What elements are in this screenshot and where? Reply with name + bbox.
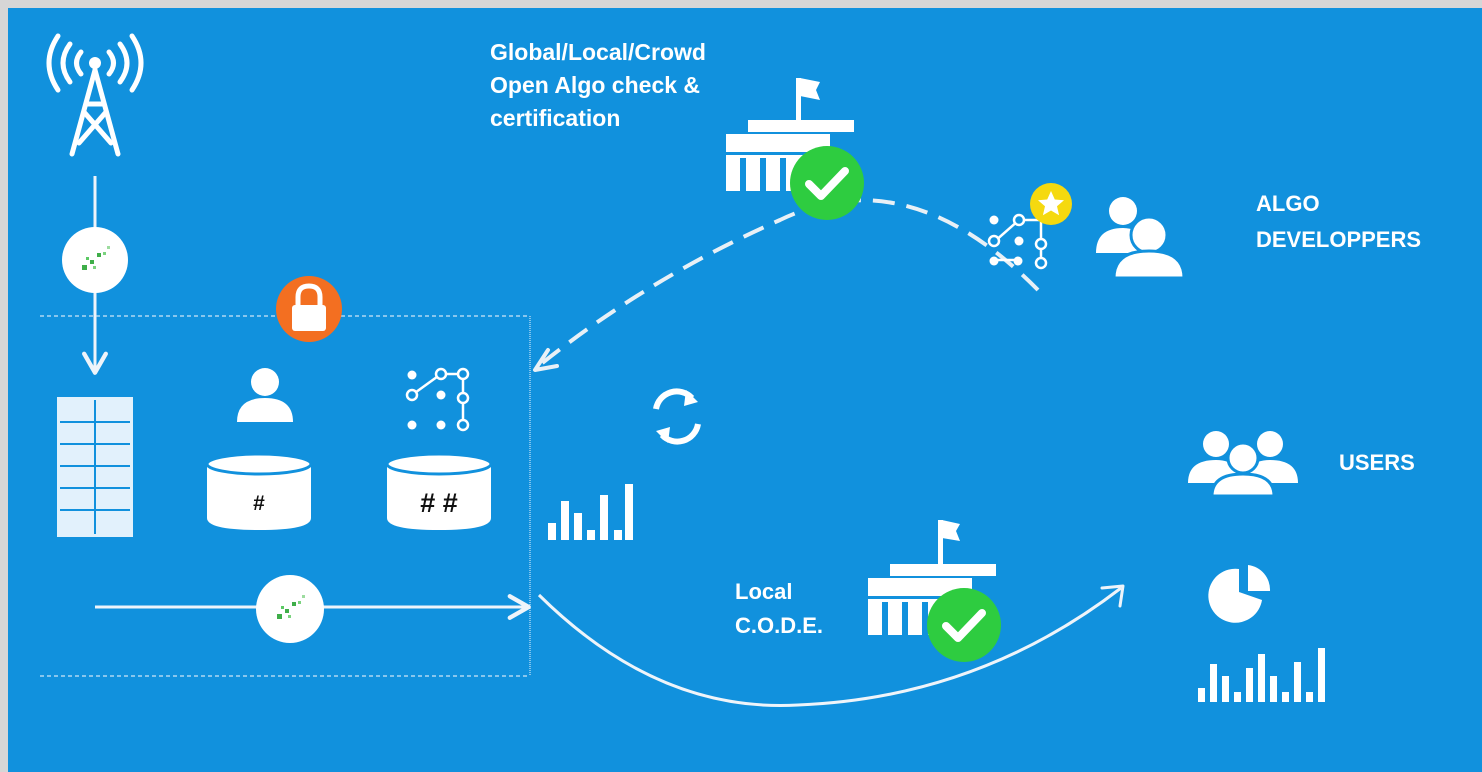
refresh-cycle-icon <box>653 388 701 445</box>
local-code-label: Local C.O.D.E. <box>735 579 824 638</box>
person-icon <box>237 368 293 422</box>
users-label: USERS <box>1339 450 1415 475</box>
results-flow-arrow <box>537 586 1122 707</box>
algo-delivery-dashed-arrow <box>534 198 1040 370</box>
data-pattern-icon-bottom <box>256 575 324 643</box>
certification-label: Global/Local/Crowd Open Algo check & cer… <box>490 39 706 131</box>
bar-chart-icon-users <box>1198 648 1325 702</box>
results-flow-arrowhead <box>1100 584 1125 608</box>
check-badge-icon-local <box>927 588 1001 662</box>
diagram-canvas: # # # Global/Local/Crowd Open Algo check… <box>8 8 1482 772</box>
group-people-icon <box>1188 431 1298 498</box>
pie-chart-icon <box>1208 565 1271 623</box>
database-single-icon <box>205 452 313 530</box>
star-badge-icon <box>1030 183 1072 225</box>
database-double-icon <box>385 452 493 530</box>
algorithm-graph-icon-developers <box>987 213 1048 270</box>
data-pattern-icon <box>62 227 128 293</box>
antenna-tower-icon <box>46 33 144 157</box>
lock-icon <box>276 276 342 342</box>
two-people-icon <box>1096 197 1186 280</box>
building-grid-icon <box>57 397 133 537</box>
algo-developers-label: ALGO DEVELOPPERS <box>1256 191 1422 252</box>
database-double-label: # # <box>420 488 458 518</box>
algo-delivery-arrowhead <box>533 348 559 372</box>
algorithm-graph-icon <box>405 367 470 432</box>
bar-chart-icon <box>548 484 633 540</box>
database-single-label: # <box>253 492 265 515</box>
check-badge-icon <box>790 146 864 220</box>
